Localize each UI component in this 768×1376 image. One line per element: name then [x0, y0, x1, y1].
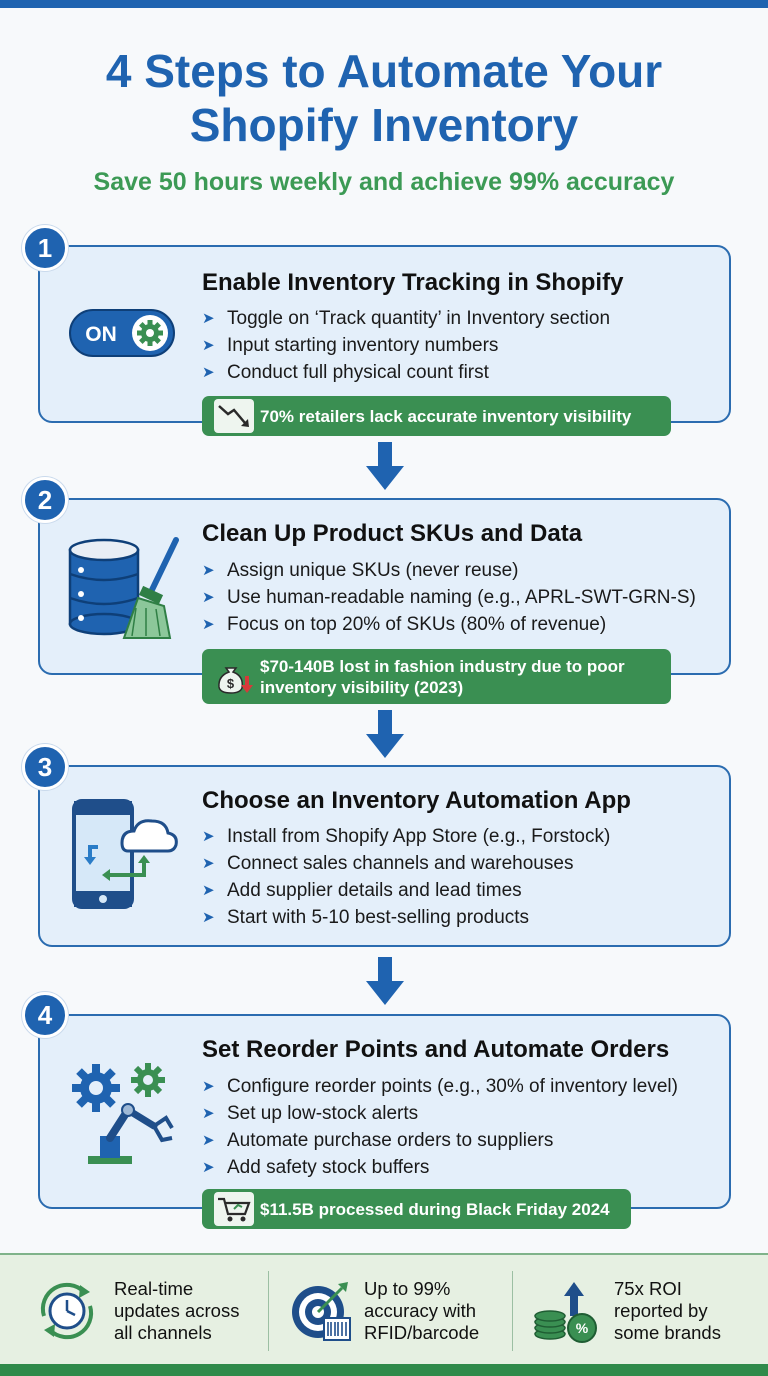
trend-down-icon	[214, 399, 254, 433]
list-item: Toggle on ‘Track quantity’ in Inventory …	[202, 305, 610, 332]
step-3-bullet-list: Install from Shopify App Store (e.g., Fo…	[202, 823, 610, 931]
list-item: Conduct full physical count first	[202, 359, 610, 386]
step-1-number-badge: 1	[22, 225, 68, 271]
list-item: Start with 5-10 best-selling products	[202, 904, 610, 931]
footer-item-accuracy: Up to 99% accuracy with RFID/barcode	[288, 1255, 479, 1366]
step-2-card: Clean Up Product SKUs and Data Assign un…	[38, 498, 731, 704]
list-item: Install from Shopify App Store (e.g., Fo…	[202, 823, 610, 850]
list-item: Set up low-stock alerts	[202, 1100, 678, 1127]
step-4-title: Set Reorder Points and Automate Orders	[202, 1036, 670, 1063]
database-broom-icon	[68, 537, 179, 639]
step-3-number-badge: 3	[22, 744, 68, 790]
footer-item-2-line-3: RFID/barcode	[364, 1321, 480, 1343]
footer-benefits: Real-time updates across all channels Up…	[0, 1253, 768, 1364]
step-4-bullet-list: Configure reorder points (e.g., 30% of i…	[202, 1073, 678, 1181]
step-2-stat-line-2: inventory visibility (2023)	[260, 677, 464, 697]
target-barcode-icon	[292, 1281, 351, 1341]
money-bag-down-icon: $	[218, 666, 253, 694]
list-item: Add safety stock buffers	[202, 1154, 678, 1181]
step-2-number-badge: 2	[22, 477, 68, 523]
list-item: Configure reorder points (e.g., 30% of i…	[202, 1073, 678, 1100]
footer-item-2-line-1: Up to 99%	[364, 1277, 451, 1299]
step-2-bullet-list: Assign unique SKUs (never reuse) Use hum…	[202, 557, 696, 638]
step-3-title: Choose an Inventory Automation App	[202, 787, 631, 814]
step-3-card: Choose an Inventory Automation App Insta…	[38, 765, 731, 947]
list-item: Add supplier details and lead times	[202, 877, 610, 904]
shopping-cart-icon	[214, 1192, 254, 1226]
phone-cloud-sync-icon	[72, 799, 178, 909]
footer-divider	[512, 1271, 513, 1351]
footer-item-1-line-1: Real-time	[114, 1277, 194, 1299]
step-4-stat-text: $11.5B processed during Black Friday 202…	[260, 1199, 610, 1219]
step-1-title: Enable Inventory Tracking in Shopify	[202, 269, 624, 296]
bottom-accent-bar	[0, 1364, 768, 1376]
clock-refresh-icon	[40, 1282, 94, 1339]
step-2-title: Clean Up Product SKUs and Data	[202, 520, 583, 547]
svg-text:$: $	[227, 676, 235, 691]
footer-item-3-line-1: 75x ROI	[614, 1277, 682, 1299]
page-title: 4 Steps to Automate Your Shopify Invento…	[0, 44, 768, 152]
step-1-stat-text: 70% retailers lack accurate inventory vi…	[260, 406, 632, 426]
toggle-label: ON	[85, 323, 117, 346]
down-arrow-icon	[366, 710, 404, 758]
step-2-stat-badge: $ $70-140B lost in fashion industry due …	[202, 649, 671, 704]
step-1-card: ON Enable Inventory Tracking in Shopify …	[38, 245, 731, 436]
footer-item-3-line-3: some brands	[614, 1321, 721, 1343]
step-4-number-badge: 4	[22, 992, 68, 1038]
down-arrow-icon	[366, 442, 404, 490]
step-1-stat-badge: 70% retailers lack accurate inventory vi…	[202, 396, 671, 436]
footer-item-2-line-2: accuracy with	[364, 1299, 477, 1321]
list-item: Connect sales channels and warehouses	[202, 850, 610, 877]
toggle-on-gear-icon: ON	[69, 309, 175, 357]
gears-robot-arm-icon	[72, 1063, 174, 1164]
page-title-line-1: 4 Steps to Automate Your	[105, 45, 663, 97]
page-subtitle: Save 50 hours weekly and achieve 99% acc…	[93, 168, 675, 196]
step-4-stat-badge: $11.5B processed during Black Friday 202…	[202, 1189, 631, 1229]
step-4-card: Set Reorder Points and Automate Orders C…	[38, 1014, 731, 1229]
list-item: Assign unique SKUs (never reuse)	[202, 557, 696, 584]
step-2-stat-line-1: $70-140B lost in fashion industry due to…	[260, 656, 625, 676]
top-accent-bar	[0, 0, 768, 8]
list-item: Use human-readable naming (e.g., APRL-SW…	[202, 584, 696, 611]
footer-item-1-line-2: updates across	[114, 1299, 240, 1321]
footer-item-1-line-3: all channels	[114, 1321, 212, 1343]
list-item: Focus on top 20% of SKUs (80% of revenue…	[202, 611, 696, 638]
page-title-line-2: Shopify Inventory	[189, 99, 579, 151]
footer-item-roi: % 75x ROI reported by some brands	[532, 1255, 721, 1366]
coins-growth-icon: %	[534, 1281, 597, 1343]
list-item: Input starting inventory numbers	[202, 332, 610, 359]
down-arrow-icon	[366, 957, 404, 1005]
footer-item-realtime: Real-time updates across all channels	[34, 1255, 239, 1366]
step-1-bullet-list: Toggle on ‘Track quantity’ in Inventory …	[202, 305, 610, 386]
svg-text:%: %	[576, 1320, 589, 1336]
list-item: Automate purchase orders to suppliers	[202, 1127, 678, 1154]
footer-item-3-line-2: reported by	[614, 1299, 708, 1321]
footer-divider	[268, 1271, 269, 1351]
